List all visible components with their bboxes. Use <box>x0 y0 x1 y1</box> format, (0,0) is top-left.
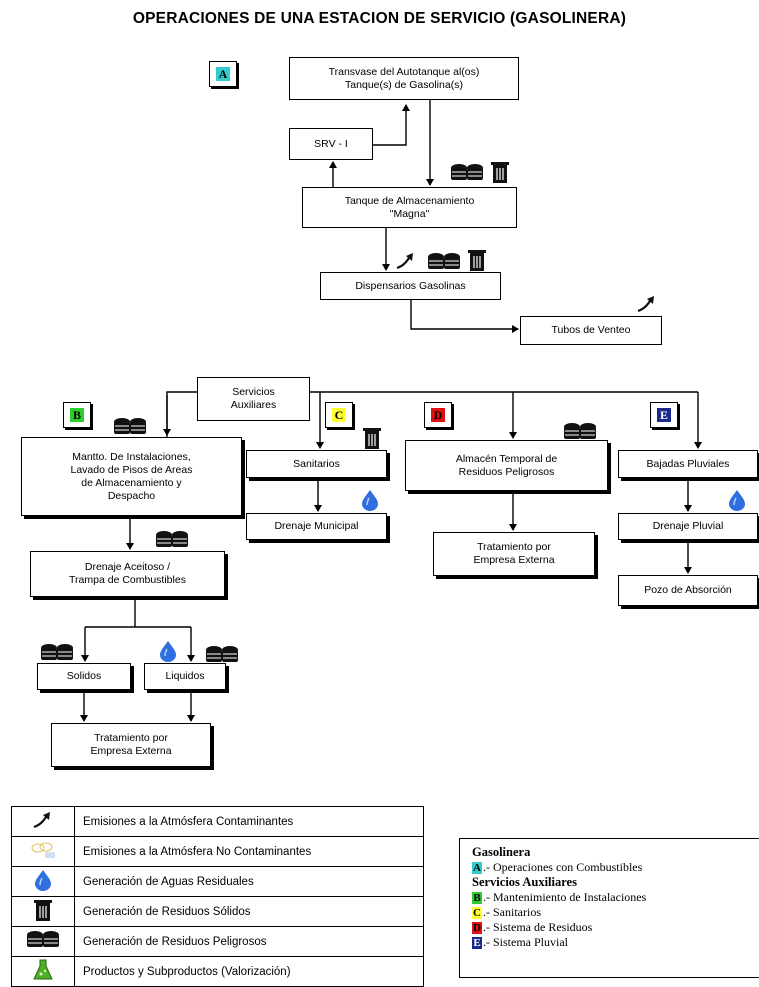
barrels-icon <box>428 253 460 269</box>
tag-b-letter: B <box>70 408 84 422</box>
node-dispensarios: Dispensarios Gasolinas <box>320 272 501 300</box>
tag-e-letter: E <box>657 408 671 422</box>
key-text: .- Sistema de Residuos <box>483 920 593 934</box>
diagram-title: OPERACIONES DE UNA ESTACION DE SERVICIO … <box>132 10 627 27</box>
trash-bin-icon <box>491 162 509 183</box>
node-bajadas-pluviales: Bajadas Pluviales <box>618 450 758 478</box>
key-heading-gasolinera: Gasolinera <box>472 845 531 859</box>
node-drenaje-pluvial: Drenaje Pluvial <box>618 513 758 540</box>
node-pozo-absorcion: Pozo de Absorción <box>618 575 758 606</box>
tag-b: B <box>63 402 91 428</box>
legend-label: Emisiones a la Atmósfera No Contaminante… <box>74 836 424 867</box>
trash-bin-icon <box>34 900 52 921</box>
legend-row: Generación de Aguas Residuales <box>11 866 424 897</box>
node-transvase: Transvase del Autotanque al(os) Tanque(s… <box>289 57 519 100</box>
barrels-icon <box>564 423 596 439</box>
legend-row: Generación de Residuos Sólidos <box>11 896 424 927</box>
legend-label: Generación de Residuos Peligrosos <box>74 926 424 957</box>
key-letter: D <box>472 921 482 934</box>
icon-legend-table: Emisiones a la Atmósfera Contaminantes E… <box>11 806 424 987</box>
node-servicios-auxiliares: Servicios Auxiliares <box>197 377 310 421</box>
key-letter: A <box>472 861 482 874</box>
key-text: .- Sistema Pluvial <box>483 935 568 949</box>
legend-row: Emisiones a la Atmósfera Contaminantes <box>11 806 424 837</box>
key-item-e: E .- Sistema Pluvial <box>472 935 759 950</box>
tag-e: E <box>650 402 678 428</box>
barrels-icon <box>206 646 238 662</box>
cloud-icon <box>31 842 55 858</box>
legend-label: Emisiones a la Atmósfera Contaminantes <box>74 806 424 837</box>
key-text: .- Mantenimiento de Instalaciones <box>483 890 647 904</box>
legend-label: Generación de Aguas Residuales <box>74 866 424 897</box>
barrels-icon <box>451 164 483 180</box>
barrels-icon <box>27 931 59 947</box>
key-heading-servicios: Servicios Auxiliares <box>472 875 577 889</box>
node-sanitarios: Sanitarios <box>246 450 387 478</box>
emission-arrow-icon <box>396 253 413 270</box>
key-item-d: D .- Sistema de Residuos <box>472 920 759 935</box>
water-drop-icon <box>160 641 176 662</box>
flask-icon <box>33 959 53 980</box>
key-letter: E <box>472 936 482 949</box>
node-liquidos: Liquidos <box>144 663 226 690</box>
key-item-c: C .- Sanitarios <box>472 905 759 920</box>
tag-c: C <box>325 402 353 428</box>
node-tratamiento-externa-2: Tratamiento por Empresa Externa <box>433 532 595 576</box>
node-drenaje-municipal: Drenaje Municipal <box>246 513 387 540</box>
tag-c-letter: C <box>332 408 346 422</box>
legend-label: Generación de Residuos Sólidos <box>74 896 424 927</box>
node-tanque: Tanque de Almacenamiento "Magna" <box>302 187 517 228</box>
trash-bin-icon <box>468 250 486 271</box>
category-key: Gasolinera A .- Operaciones con Combusti… <box>459 838 759 978</box>
tag-d: D <box>424 402 452 428</box>
barrels-icon <box>41 644 73 660</box>
legend-label: Productos y Subproductos (Valorización) <box>74 956 424 987</box>
water-drop-icon <box>362 490 378 511</box>
key-text: .- Sanitarios <box>483 905 541 919</box>
trash-bin-icon <box>363 428 381 449</box>
emission-arrow-icon <box>33 812 50 829</box>
tag-a-letter: A <box>216 67 230 81</box>
key-item-b: B .- Mantenimiento de Instalaciones <box>472 890 759 905</box>
tag-d-letter: D <box>431 408 445 422</box>
legend-row: Productos y Subproductos (Valorización) <box>11 956 424 987</box>
water-drop-icon <box>35 870 51 891</box>
node-mantto: Mantto. De Instalaciones, Lavado de Piso… <box>21 437 242 516</box>
node-tratamiento-externa-1: Tratamiento por Empresa Externa <box>51 723 211 767</box>
node-drenaje-aceitoso: Drenaje Aceitoso / Trampa de Combustible… <box>30 551 225 597</box>
node-tubos-venteo: Tubos de Venteo <box>520 316 662 345</box>
node-almacen-temporal: Almacén Temporal de Residuos Peligrosos <box>405 440 608 491</box>
key-text: .- Operaciones con Combustibles <box>483 860 643 874</box>
tag-a: A <box>209 61 237 87</box>
key-item-a: A .- Operaciones con Combustibles <box>472 860 759 875</box>
barrels-icon <box>156 531 188 547</box>
barrels-icon <box>114 418 146 434</box>
key-letter: B <box>472 891 482 904</box>
node-solidos: Solidos <box>37 663 131 690</box>
legend-row: Generación de Residuos Peligrosos <box>11 926 424 957</box>
legend-row: Emisiones a la Atmósfera No Contaminante… <box>11 836 424 867</box>
node-srv: SRV - I <box>289 128 373 160</box>
emission-arrow-icon <box>637 296 654 313</box>
water-drop-icon <box>729 490 745 511</box>
key-letter: C <box>472 906 482 919</box>
